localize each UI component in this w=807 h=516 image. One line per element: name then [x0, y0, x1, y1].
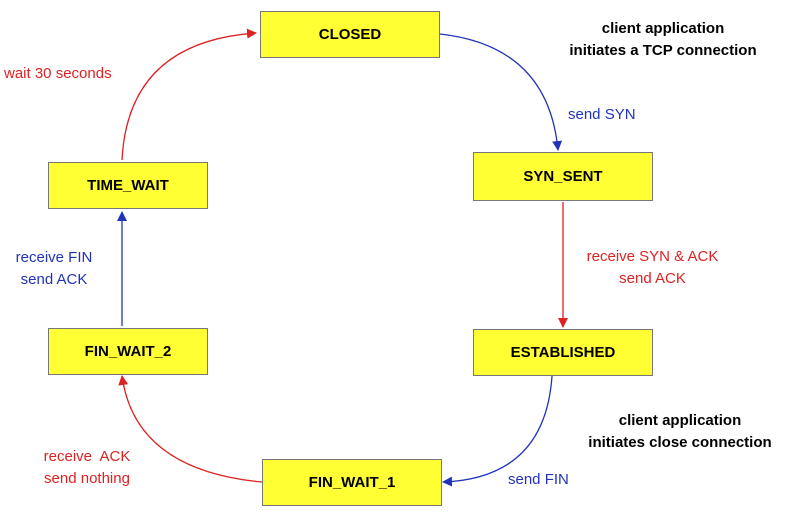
label-send-syn: send SYN: [568, 104, 636, 126]
note-close-connection: client application initiates close conne…: [555, 410, 805, 454]
label-send-fin: send FIN: [508, 469, 569, 491]
arrow-closed-to-syn-sent: [439, 33, 563, 151]
label-receive-syn-ack: receive SYN & ACK send ACK: [565, 246, 740, 290]
arrow-fin-wait-1-to-fin-wait-2: [118, 375, 263, 483]
arrow-established-to-fin-wait-1: [442, 375, 553, 487]
arrow-time-wait-to-closed: [121, 28, 257, 161]
state-time-wait: TIME_WAIT: [48, 162, 208, 209]
label-send-syn-text: send SYN: [568, 106, 636, 123]
state-syn-sent: SYN_SENT: [473, 152, 653, 201]
state-closed: CLOSED: [260, 11, 440, 58]
label-receive-fin: receive FIN send ACK: [4, 247, 104, 291]
state-established: ESTABLISHED: [473, 329, 653, 376]
label-receive-ack: receive ACK send nothing: [22, 446, 152, 490]
label-send-fin-text: send FIN: [508, 471, 569, 488]
label-wait-30-seconds: wait 30 seconds: [4, 63, 112, 85]
note-open-line2: initiates a TCP connection: [569, 42, 757, 59]
state-fin-wait-1: FIN_WAIT_1: [262, 459, 442, 506]
label-wait-30-seconds-text: wait 30 seconds: [4, 65, 112, 82]
note-open-connection: client application initiates a TCP conne…: [538, 18, 788, 62]
label-receive-fin-line2: send ACK: [20, 271, 88, 288]
label-receive-ack-line2: send nothing: [44, 470, 130, 487]
label-receive-syn-ack-line2: send ACK: [619, 270, 686, 287]
note-close-line2: initiates close connection: [588, 434, 772, 451]
label-receive-syn-ack-line1: receive SYN & ACK: [586, 248, 719, 265]
label-receive-ack-line1: receive ACK: [43, 448, 131, 465]
state-fin-wait-2: FIN_WAIT_2: [48, 328, 208, 375]
note-open-line1: client application: [601, 20, 725, 37]
note-close-line1: client application: [618, 412, 742, 429]
label-receive-fin-line1: receive FIN: [15, 249, 93, 266]
